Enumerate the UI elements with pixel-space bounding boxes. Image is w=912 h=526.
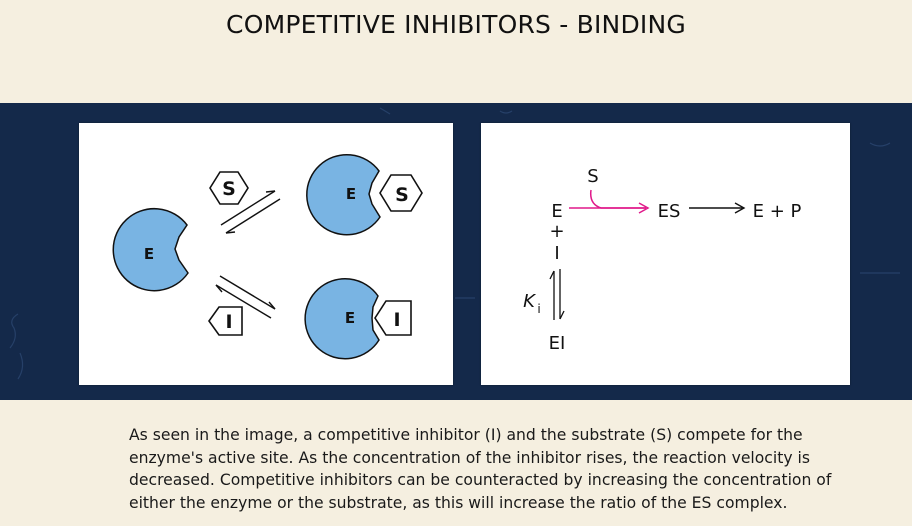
inhibitor-equilibrium-arrows: [549, 269, 565, 320]
es-enzyme-label: E: [346, 185, 356, 203]
scheme-inhibitor-label: I: [554, 243, 559, 264]
bound-substrate-label: S: [395, 184, 409, 206]
substrate-hexagon-icon: [209, 171, 249, 205]
bound-inhibitor-label: I: [393, 309, 400, 331]
scheme-plus-label: +: [549, 221, 564, 242]
inhibitor-equilibrium-arrows: [215, 275, 276, 319]
free-enzyme-label: E: [144, 245, 154, 263]
ei-enzyme-label: E: [345, 309, 355, 327]
scheme-ei-label: EI: [549, 333, 566, 354]
substrate-label: S: [222, 178, 236, 200]
slide-title: COMPETITIVE INHIBITORS - BINDING: [226, 10, 686, 39]
inhibitor-label: I: [225, 311, 232, 333]
inhibitor-pentagon-icon: [208, 306, 243, 336]
binding-diagram-panel: E S E S I E I: [79, 123, 453, 385]
bound-substrate-hexagon-icon: [379, 174, 423, 212]
chalkboard-doodles: [9, 107, 900, 380]
substrate-binding-arrow: [569, 189, 650, 214]
catalysis-arrow: [689, 202, 746, 214]
scheme-enzyme-label: E: [551, 201, 562, 222]
substrate-equilibrium-arrows: [220, 190, 281, 234]
scheme-substrate-label: S: [587, 166, 598, 187]
ki-symbol: K: [523, 291, 536, 312]
free-enzyme-shape: [112, 207, 189, 292]
explanation-paragraph: As seen in the image, a competitive inhi…: [129, 426, 832, 512]
reaction-scheme-diagram: E + I S ES E + P K i EI: [523, 166, 802, 354]
ei-complex-enzyme-shape: [304, 278, 380, 360]
ki-subscript: i: [537, 302, 540, 316]
scheme-es-label: ES: [658, 201, 681, 222]
es-complex-enzyme-shape: [306, 153, 381, 236]
scheme-products-label: E + P: [753, 201, 802, 222]
bound-inhibitor-pentagon-icon: [374, 300, 412, 336]
reaction-scheme-panel: E + I S ES E + P K i EI: [481, 123, 850, 385]
enzyme-binding-diagram: E S E S I E I: [112, 153, 423, 360]
